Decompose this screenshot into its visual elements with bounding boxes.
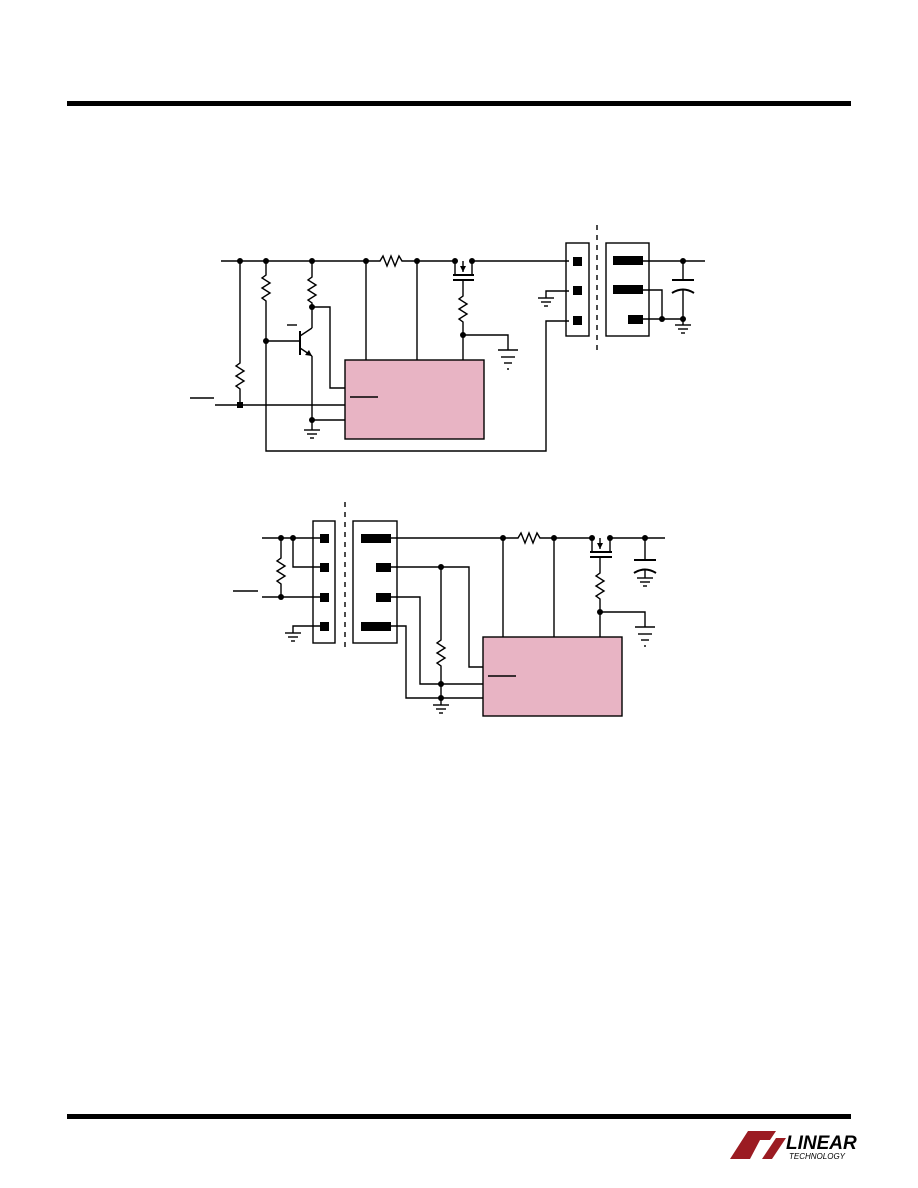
resistor-r4 bbox=[457, 280, 469, 360]
top-rule bbox=[67, 101, 851, 106]
pin-square bbox=[573, 257, 582, 266]
pin-bar bbox=[361, 622, 391, 631]
pin-bar bbox=[613, 256, 643, 265]
top-circuit bbox=[190, 225, 705, 452]
ic-block-top bbox=[344, 359, 485, 440]
resistor-r2 bbox=[260, 261, 569, 452]
linear-technology-logo-icon: LINEAR TECHNOLOGY bbox=[730, 1131, 857, 1161]
logo-name: LINEAR bbox=[786, 1133, 857, 1154]
junction-dots bbox=[237, 258, 686, 423]
ground-icon bbox=[538, 297, 554, 307]
pin-square bbox=[320, 622, 329, 631]
mosfet-top bbox=[453, 261, 474, 281]
gnd-wire-2 bbox=[463, 334, 509, 350]
rail-bottom bbox=[391, 531, 592, 545]
wire-pin2 bbox=[292, 538, 320, 568]
bottom-circuit bbox=[233, 502, 665, 717]
logo-sub: TECHNOLOGY bbox=[789, 1152, 846, 1161]
connector-left-bottom bbox=[312, 520, 336, 644]
pin-bar bbox=[376, 563, 391, 572]
gnd-wire-5 bbox=[600, 611, 646, 627]
pin-bar bbox=[613, 285, 643, 294]
wire-pin2-ic bbox=[391, 566, 483, 668]
resistor-r7 bbox=[594, 557, 606, 637]
resistor-r5 bbox=[275, 538, 287, 597]
pin-bar bbox=[376, 593, 391, 602]
collector-to-ic bbox=[312, 306, 345, 389]
emitter-arrow bbox=[305, 350, 312, 356]
pin-square bbox=[320, 534, 329, 543]
ground-icon bbox=[635, 626, 655, 647]
input-terminal bbox=[237, 402, 243, 408]
pin-bar bbox=[361, 534, 391, 543]
ground-icon bbox=[637, 577, 653, 587]
ground-icon bbox=[498, 349, 518, 370]
pin-bar bbox=[628, 315, 643, 324]
gnd-wire-4 bbox=[292, 625, 320, 633]
connector-right-bottom bbox=[352, 520, 398, 644]
pin-square bbox=[573, 316, 582, 325]
ground-icon bbox=[285, 632, 301, 642]
connector-left-top bbox=[565, 242, 590, 337]
capacitor-bottom bbox=[633, 538, 657, 578]
top-rail bbox=[221, 254, 455, 268]
pin-square bbox=[320, 563, 329, 572]
bottom-rule bbox=[67, 1114, 851, 1119]
ground-icon bbox=[675, 324, 691, 334]
resistor-r6 bbox=[435, 567, 447, 705]
ground-icon bbox=[433, 704, 449, 714]
capacitor-top bbox=[671, 261, 695, 325]
junction-dots bbox=[278, 535, 648, 701]
resistor-r1 bbox=[234, 261, 246, 405]
pin-square bbox=[573, 286, 582, 295]
resistor-r3 bbox=[306, 261, 318, 328]
transistor-collector bbox=[299, 327, 313, 337]
pin-square bbox=[320, 593, 329, 602]
loop-wire bbox=[643, 289, 663, 320]
gnd-wire-3 bbox=[545, 290, 569, 298]
wire-pin3-ic bbox=[391, 596, 483, 685]
wire-pin4-ic bbox=[391, 625, 483, 699]
mosfet-bottom bbox=[590, 538, 612, 558]
ground-icon bbox=[304, 429, 320, 439]
